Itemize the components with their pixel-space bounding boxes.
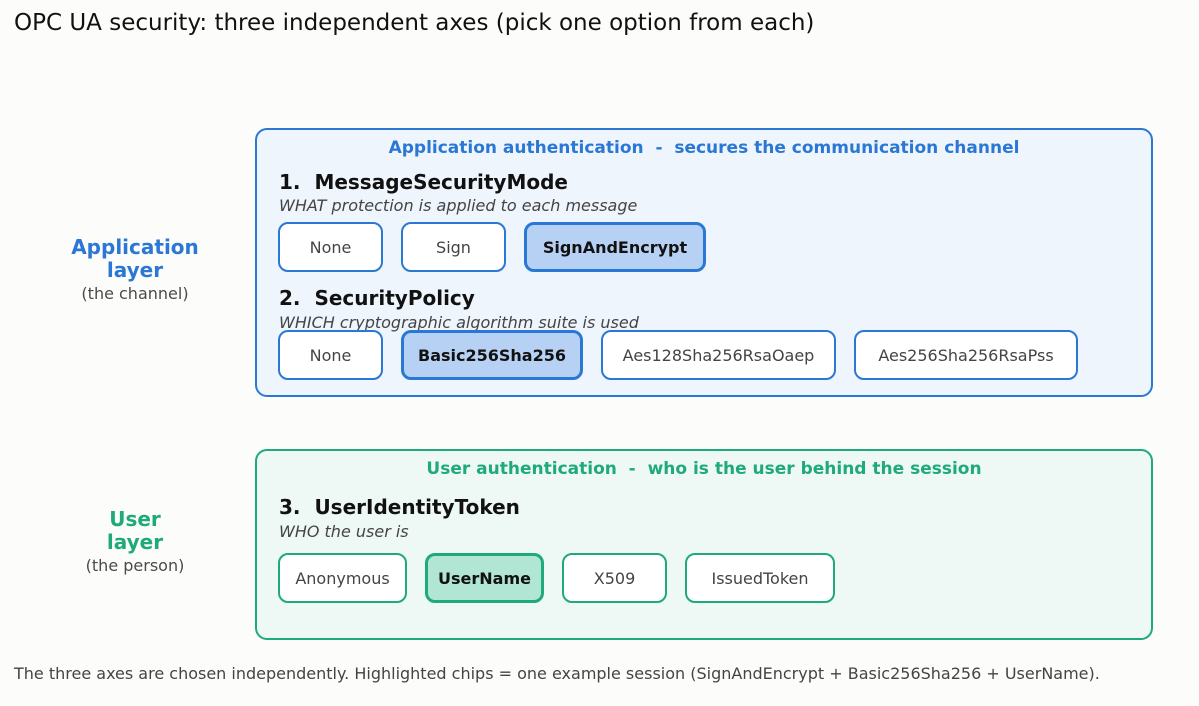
application-layer-label: Application layer (the channel) (45, 236, 225, 304)
chip-token-issuedtoken[interactable]: IssuedToken (685, 553, 835, 603)
application-authentication-panel: Application authentication - secures the… (255, 128, 1153, 397)
axis3-title: 3. UserIdentityToken (279, 495, 520, 519)
chip-policy-basic256sha256[interactable]: Basic256Sha256 (401, 330, 583, 380)
axis3-desc: WHO the user is (279, 522, 409, 541)
user-layer-title: User layer (106, 507, 164, 554)
chip-token-anonymous[interactable]: Anonymous (278, 553, 407, 603)
user-layer-label: User layer (the person) (45, 508, 225, 576)
axis1-title: 1. MessageSecurityMode (279, 170, 568, 194)
axis1-desc: WHAT protection is applied to each messa… (279, 196, 638, 215)
chip-mode-signandencrypt[interactable]: SignAndEncrypt (524, 222, 706, 272)
diagram-title: OPC UA security: three independent axes … (14, 10, 815, 36)
axis2-title: 2. SecurityPolicy (279, 286, 475, 310)
chip-policy-aes256sha256rsapss[interactable]: Aes256Sha256RsaPss (854, 330, 1078, 380)
application-layer-title: Application layer (71, 235, 199, 282)
chip-mode-sign[interactable]: Sign (401, 222, 506, 272)
user-panel-header: User authentication - who is the user be… (426, 459, 982, 479)
application-layer-sub: (the channel) (81, 284, 189, 303)
chip-policy-aes128sha256rsaoaep[interactable]: Aes128Sha256RsaOaep (601, 330, 836, 380)
user-authentication-panel: User authentication - who is the user be… (255, 449, 1153, 640)
chip-token-username[interactable]: UserName (425, 553, 544, 603)
chip-token-x509[interactable]: X509 (562, 553, 667, 603)
app-panel-header: Application authentication - secures the… (388, 138, 1020, 158)
chip-mode-none[interactable]: None (278, 222, 383, 272)
footer-note: The three axes are chosen independently.… (14, 664, 1100, 683)
axis2-desc: WHICH cryptographic algorithm suite is u… (279, 313, 639, 332)
chip-policy-none[interactable]: None (278, 330, 383, 380)
user-layer-sub: (the person) (85, 556, 185, 575)
